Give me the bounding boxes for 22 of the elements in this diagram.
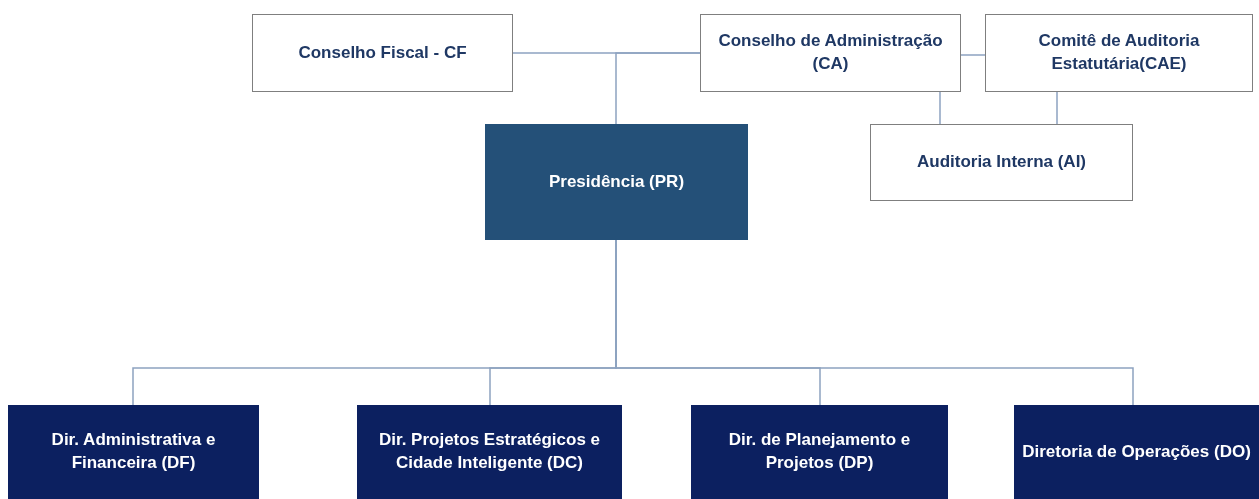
connector-line [615,52,701,125]
committee-box [985,14,1253,92]
directorate-box [691,405,948,499]
node-label: Dir. Projetos Estratégicos e Cidade Inteligente (DC) [377,429,602,474]
node-label: Auditoria Interna (AI) [916,151,1087,174]
node-label: Comitê de Auditoria Estatutária(CAE) [1037,30,1201,75]
directorate-box [1014,405,1259,499]
node-label: Dir. Administrativa e Financeira (DF) [50,429,217,474]
node-label: Dir. de Planejamento e Projetos (DP) [727,429,912,474]
council-box [252,14,513,92]
node-label: Conselho de Administração (CA) [717,30,944,75]
node-label: Conselho Fiscal - CF [298,41,467,64]
connector-line [939,91,941,125]
audit-box [870,124,1133,201]
board-box [700,14,961,92]
directorate-box [357,405,622,499]
connector-line [960,54,986,56]
connector-line [1056,91,1058,125]
node-label: Presidência (PR) [548,170,685,193]
directorate-box [8,405,259,499]
node-label: Diretoria de Operações (DO) [1022,440,1251,463]
presidency-box [485,124,748,240]
